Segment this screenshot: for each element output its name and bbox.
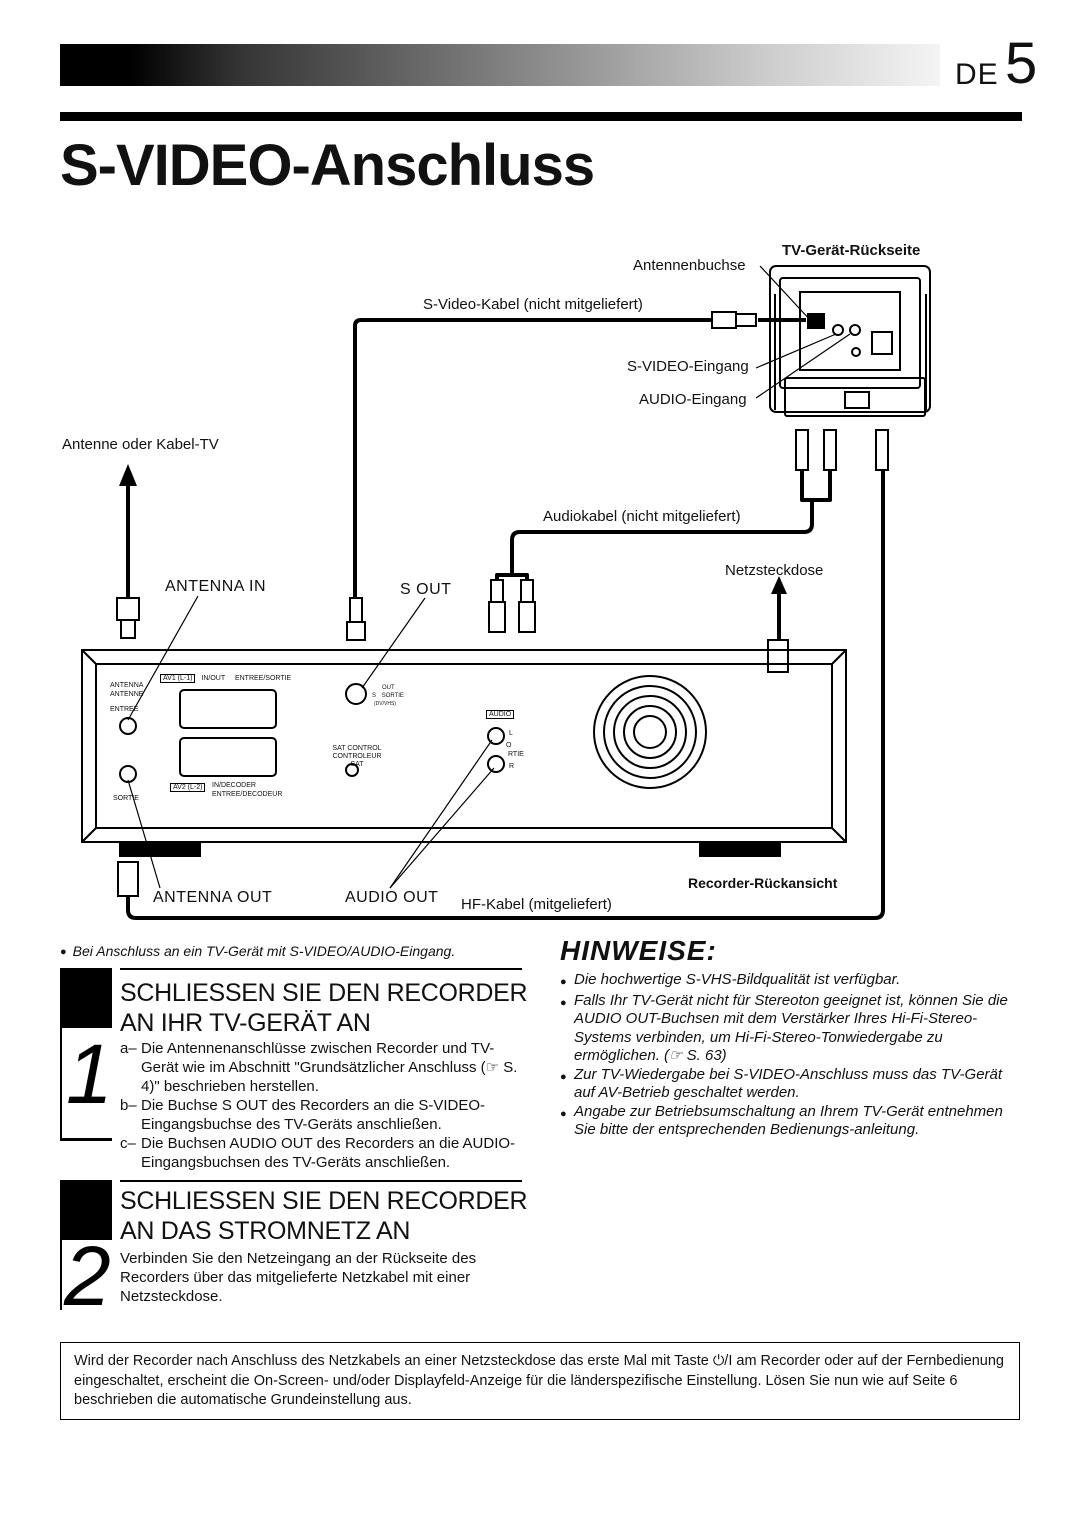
audio-out-label: AUDIO OUT: [345, 889, 439, 906]
hint-item: ● Zur TV-Wiedergabe bei S-VIDEO-Anschlus…: [560, 1066, 1022, 1103]
page-title: S-VIDEO-Anschluss: [60, 133, 595, 198]
hints-title: HINWEISE:: [560, 935, 717, 966]
panel-s: S: [372, 693, 377, 699]
panel-controleur-sat: CONTROLEUR SAT: [332, 753, 382, 768]
diagram-caption: Bei Anschluss an ein TV-Gerät mit S-VIDE…: [60, 943, 456, 959]
panel-r: R: [509, 763, 515, 770]
panel-antenne: ANTENNE: [110, 691, 144, 698]
header-gradient-bar: [60, 44, 940, 86]
antenna-out-label: ANTENNA OUT: [153, 889, 273, 906]
svideo-input-label: S-VIDEO-Eingang: [627, 358, 749, 375]
title-rule: [60, 112, 1022, 121]
hint-text-4: Angabe zur Betriebsumschaltung an Ihrem …: [574, 1102, 1003, 1139]
step1-heading-line1: SCHLIESSEN SIE DEN RECORDER: [120, 979, 528, 1007]
step1-items: a– Die Antennenanschlüsse zwischen Recor…: [120, 1039, 524, 1172]
panel-sortie: SORTIE: [381, 693, 404, 699]
step1-item-c-text: Die Buchsen AUDIO OUT des Recorders an d…: [141, 1135, 516, 1171]
step2-rule: [120, 1180, 522, 1182]
panel-sortie-out: SORTIE: [113, 795, 139, 802]
panel-entree-sortie: ENTREE/SORTIE: [234, 675, 292, 682]
step1-item-a: a– Die Antennenanschlüsse zwischen Recor…: [120, 1039, 524, 1096]
connection-diagram: [81, 265, 931, 920]
hint-item: ● Angabe zur Betriebsumschaltung an Ihre…: [560, 1103, 1022, 1140]
step2-number: 2: [64, 1229, 111, 1323]
step1-item-b-prefix: b–: [120, 1097, 137, 1114]
step1-item-a-text: Die Antennenanschlüsse zwischen Recorder…: [141, 1040, 518, 1095]
antenna-or-cable-label: Antenne oder Kabel-TV: [62, 436, 219, 453]
step2-heading: SCHLIESSEN SIE DEN RECORDER AN DAS STROM…: [120, 1186, 528, 1246]
panel-dvvhs: (DV/VHS): [374, 701, 396, 707]
tv-rear-illustration: [769, 265, 931, 417]
hint-item: ● Die hochwertige S-VHS-Bildqualität ist…: [560, 971, 1022, 992]
hint-text-2: Falls Ihr TV-Gerät nicht für Stereoton g…: [574, 991, 1008, 1065]
audio-input-label: AUDIO-Eingang: [639, 391, 747, 408]
hint-text-3: Zur TV-Wiedergabe bei S-VIDEO-Anschluss …: [574, 1065, 1003, 1102]
step1-item-b-text: Die Buchse S OUT des Recorders an die S-…: [141, 1097, 486, 1133]
step1-item-a-prefix: a–: [120, 1040, 137, 1057]
panel-antenna: ANTENNA: [110, 682, 144, 689]
panel-entree: ENTREE: [110, 706, 139, 713]
panel-in-decoder: IN/DECODER: [212, 782, 256, 789]
step1-heading: SCHLIESSEN SIE DEN RECORDER AN IHR TV-GE…: [120, 978, 528, 1038]
footer-text: Wird der Recorder nach Anschluss des Net…: [74, 1353, 1004, 1408]
panel-av1: AV1 (L-1): [160, 674, 196, 683]
hint-item: ● Falls Ihr TV-Gerät nicht für Stereoton…: [560, 992, 1022, 1066]
tv-rear-title: TV-Gerät-Rückseite: [782, 242, 921, 259]
page-number: 5: [1005, 31, 1038, 96]
panel-o: O: [506, 742, 512, 749]
hint-text-1: Die hochwertige S-VHS-Bildqualität ist v…: [574, 971, 901, 988]
panel-l: L: [509, 730, 513, 737]
svideo-cable-label: S-Video-Kabel (nicht mitgeliefert): [423, 296, 643, 313]
step1-heading-line2: AN IHR TV-GERÄT AN: [120, 1009, 371, 1037]
hints-list: ● Die hochwertige S-VHS-Bildqualität ist…: [560, 971, 1022, 1140]
step2-heading-line2: AN DAS STROMNETZ AN: [120, 1217, 411, 1245]
panel-sat-control: SAT CONTROL: [332, 745, 382, 752]
panel-audio: AUDIO: [486, 710, 515, 719]
step2-body: Verbinden Sie den Netzeingang an der Rüc…: [120, 1250, 477, 1305]
language-code: DE: [955, 58, 999, 91]
panel-out: OUT: [382, 685, 395, 691]
antenna-socket-label: Antennenbuchse: [633, 257, 746, 274]
panel-av2: AV2 (L-2): [170, 783, 206, 792]
outlet-label: Netzsteckdose: [725, 562, 824, 579]
step1-item-c: c– Die Buchsen AUDIO OUT des Recorders a…: [120, 1134, 524, 1172]
antenna-in-label: ANTENNA IN: [165, 578, 267, 595]
step1-item-c-prefix: c–: [120, 1135, 136, 1152]
step1-rule: [120, 968, 522, 970]
step2-heading-line1: SCHLIESSEN SIE DEN RECORDER: [120, 1187, 528, 1215]
recorder-rear-title: Recorder-Rückansicht: [688, 875, 838, 891]
panel-rtie: RTIE: [508, 751, 524, 758]
rf-cable-label: HF-Kabel (mitgeliefert): [461, 896, 612, 913]
step1-item-b: b– Die Buchse S OUT des Recorders an die…: [120, 1096, 524, 1134]
audio-cable-label: Audiokabel (nicht mitgeliefert): [543, 508, 741, 525]
step1-number: 1: [66, 1027, 113, 1121]
panel-inout: IN/OUT: [201, 675, 225, 682]
s-out-label: S OUT: [400, 581, 452, 598]
panel-entree-decodeur: ENTREE/DECODEUR: [212, 791, 283, 798]
footer-box: [60, 1342, 1020, 1420]
